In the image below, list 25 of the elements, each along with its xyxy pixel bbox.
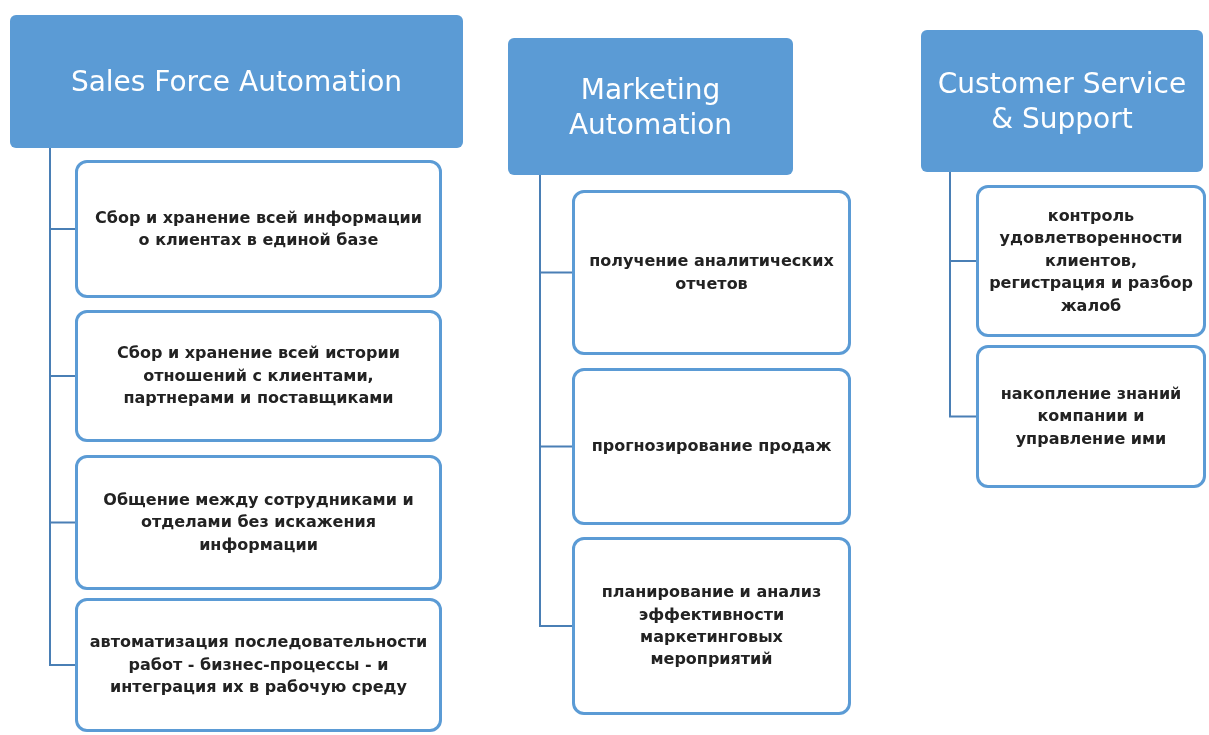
function-text: Сбор и хранение всей истории отношений с клиентами, партнерами и поставщиками (116, 342, 401, 410)
function-text: Общение между сотрудниками и отделами без искажения информации (102, 488, 415, 556)
function-text: планирование и анализ эффективности маркетинговых мероприятий (600, 581, 823, 671)
function-text: прогнозирование продаж (591, 435, 832, 458)
category-header-box (921, 30, 1203, 172)
function-box (976, 345, 1206, 488)
function-box (572, 537, 851, 715)
category-header-box (508, 38, 793, 175)
function-text: получение аналитических отчетов (588, 250, 835, 295)
function-box (75, 310, 442, 442)
function-box (75, 598, 442, 732)
header-text: Customer Service & Support (936, 66, 1188, 136)
function-box (75, 455, 442, 590)
function-text: контроль удовлетворенности клиентов, регистрация и разбор жалоб (989, 205, 1193, 317)
category-header-box (10, 15, 463, 148)
connector-line (949, 171, 977, 418)
function-box (572, 368, 851, 525)
function-text: Сбор и хранение всей информации о клиентах в единой базе (94, 206, 423, 251)
function-box (75, 160, 442, 298)
function-box (572, 190, 851, 355)
function-text: накопление знаний компании и управление ими (999, 382, 1183, 450)
header-text: Sales Force Automation (70, 64, 403, 99)
function-box (976, 185, 1206, 337)
header-text: Marketing Automation (567, 71, 734, 142)
function-text: автоматизация последовательности работ - бизнес-процессы - и интеграция их в рабочую среду (88, 631, 429, 699)
